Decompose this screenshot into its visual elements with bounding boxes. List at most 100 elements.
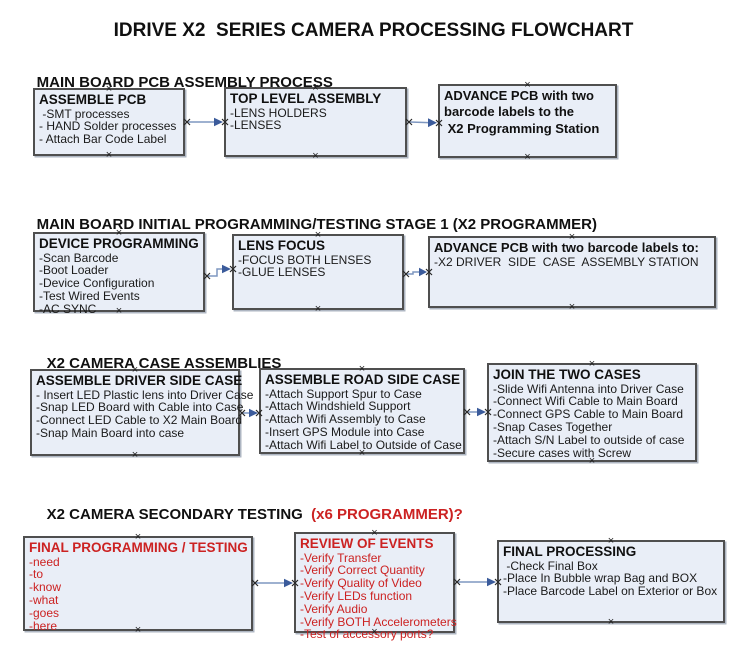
- box-title-line: barcode labels to the: [444, 104, 575, 120]
- box-item: -Connect LED Cable to X2 Main Board: [36, 413, 243, 428]
- flow-box-final-processing: × × FINAL PROCESSING -Check Final Box -P…: [497, 536, 725, 628]
- box-title: DEVICE PROGRAMMING: [39, 236, 199, 251]
- handle-icon: ×: [131, 449, 139, 461]
- box-item: -Secure cases with Screw: [493, 445, 632, 460]
- box-item: -Verify Transfer: [300, 550, 382, 565]
- box-title-line: X2 Programming Station: [444, 120, 600, 136]
- box-item: -Place Barcode Label on Exterior or Box: [503, 584, 718, 599]
- connector: [183, 117, 229, 127]
- section-header-red-text: (x6 PROGRAMMER)?: [311, 506, 463, 523]
- handle-icon: ×: [134, 531, 142, 543]
- connector: [251, 578, 299, 588]
- handle-icon: ×: [588, 455, 596, 467]
- box-item: -Attach Wifi Assembly to Case: [265, 412, 426, 427]
- box-item: -Verify Audio: [300, 601, 368, 616]
- box-item: -FOCUS BOTH LENSES: [238, 252, 372, 267]
- handle-icon: ×: [524, 79, 531, 91]
- box-item: -Scan Barcode: [39, 250, 119, 265]
- flow-box-top-level-assembly: × × TOP LEVEL ASSEMBLY -LENS HOLDERS -LE…: [224, 83, 407, 162]
- box-title: ADVANCE PCB with two barcode labels to:: [434, 240, 699, 255]
- handle-icon: ×: [134, 624, 142, 636]
- handle-icon: ×: [371, 626, 378, 638]
- arrowhead-icon: [419, 267, 427, 277]
- box-item: -LENS HOLDERS: [230, 105, 327, 120]
- box-title: ASSEMBLE ROAD SIDE CASE: [265, 372, 461, 387]
- arrowhead-icon: [487, 577, 496, 587]
- handle-icon: ×: [607, 616, 615, 628]
- box-item: -Test of accessory ports?: [300, 627, 434, 642]
- box-title: REVIEW OF EVENTS: [300, 536, 434, 551]
- handle-icon: ×: [115, 227, 123, 239]
- arrowhead-icon: [428, 118, 437, 128]
- box-item: -Verify Correct Quantity: [300, 563, 425, 578]
- section-header-secondary-testing: X2 CAMERA SECONDARY TESTING (x6 PROGRAMM…: [30, 489, 463, 540]
- box-item: -Check Final Box: [503, 558, 598, 573]
- arrowhead-icon: [249, 408, 258, 418]
- flow-box-advance-pcb-driver-side: × × ADVANCE PCB with two barcode labels …: [428, 232, 716, 313]
- box-item: -need: [29, 554, 60, 569]
- flow-box-final-programming-testing: × × FINAL PROGRAMMING / TESTING -need -t…: [23, 532, 253, 636]
- handle-icon: ×: [312, 150, 319, 162]
- box-item: -goes: [29, 605, 60, 620]
- box-title: ASSEMBLE DRIVER SIDE CASE: [36, 373, 243, 388]
- section-header-text: MAIN BOARD PCB ASSEMBLY PROCESS: [36, 74, 333, 91]
- box-item: -Connect GPS Cable to Main Board: [493, 407, 684, 422]
- box-title: FINAL PROGRAMMING / TESTING: [29, 540, 248, 555]
- section-header-initial-programming: MAIN BOARD INITIAL PROGRAMMING/TESTING S…: [20, 199, 597, 250]
- flow-box-assemble-road-side-case: × × ASSEMBLE ROAD SIDE CASE -Attach Supp…: [259, 364, 465, 459]
- flow-box-advance-pcb-programming-station: × × ADVANCE PCB with two barcode labels …: [438, 80, 617, 163]
- box-item: -what: [29, 593, 59, 607]
- box-item: -Attach Wifi Label to Outside of Case: [265, 437, 462, 452]
- arrowhead-icon: [222, 264, 231, 274]
- box-title-line: ADVANCE PCB with two: [444, 88, 594, 103]
- box-title: TOP LEVEL ASSEMBLY: [230, 91, 382, 106]
- box-item: -Snap LED Board with Cable into Case: [36, 400, 244, 415]
- box-item: -X2 DRIVER SIDE CASE ASSEMBLY STATION: [434, 255, 699, 270]
- box-item: -Place In Bubble wrap Bag and BOX: [503, 571, 698, 586]
- section-header-text: MAIN BOARD INITIAL PROGRAMMING/TESTING S…: [36, 216, 597, 233]
- box-item: -know: [29, 580, 62, 595]
- box-item: -GLUE LENSES: [238, 265, 326, 280]
- handle-icon: ×: [607, 535, 615, 547]
- box-item: -Insert GPS Module into Case: [265, 425, 425, 439]
- handle-icon: ×: [568, 231, 576, 243]
- box-item: -Slide Wifi Antenna into Driver Case: [493, 381, 684, 396]
- box-item: -LENSES: [230, 118, 282, 133]
- box-item: -Boot Loader: [39, 263, 109, 278]
- handle-icon: ×: [105, 149, 113, 161]
- section-header-text: X2 CAMERA CASE ASSEMBLIES: [46, 355, 282, 372]
- arrowhead-icon: [477, 407, 486, 417]
- box-title: ASSEMBLE PCB: [39, 92, 147, 107]
- box-item: -Snap Main Board into case: [36, 426, 185, 440]
- connector: [453, 577, 502, 587]
- box-item: -Connect Wifi Cable to Main Board: [493, 394, 678, 409]
- handle-icon: ×: [358, 363, 366, 375]
- box-item: -Verify Quality of Video: [300, 576, 422, 591]
- box-title: LENS FOCUS: [238, 238, 326, 253]
- handle-icon: ×: [105, 83, 113, 95]
- flow-box-lens-focus: × × LENS FOCUS -FOCUS BOTH LENSES -GLUE …: [232, 230, 404, 315]
- box-item: -Test Wired Events: [39, 289, 140, 303]
- handle-icon: ×: [314, 229, 322, 241]
- box-item: -SMT processes: [39, 106, 130, 121]
- handle-icon: ×: [371, 527, 378, 539]
- box-item: -Verify LEDs function: [300, 589, 413, 603]
- connector: [405, 118, 443, 128]
- flow-box-assemble-driver-side-case: × × ASSEMBLE DRIVER SIDE CASE - Insert L…: [30, 365, 253, 461]
- handle-icon: ×: [588, 358, 596, 370]
- box-item: -Snap Cases Together: [493, 420, 613, 434]
- page-title: IDRIVE X2 SERIES CAMERA PROCESSING FLOWC…: [113, 20, 634, 41]
- handle-icon: ×: [115, 305, 123, 317]
- flow-box-assemble-pcb: × × ASSEMBLE PCB -SMT processes - HAND S…: [33, 84, 185, 161]
- arrowhead-icon: [284, 578, 293, 588]
- box-item: -Attach Windshield Support: [265, 399, 411, 414]
- box-title: JOIN THE TWO CASES: [493, 367, 641, 382]
- box-item: -Attach Support Spur to Case: [265, 386, 422, 401]
- box-item: - Attach Bar Code Label: [39, 132, 167, 147]
- box-item: -Attach S/N Label to outside of case: [493, 432, 685, 447]
- section-header-pcb-assembly: MAIN BOARD PCB ASSEMBLY PROCESS: [20, 57, 333, 108]
- flow-box-join-the-two-cases: × × JOIN THE TWO CASES -Slide Wifi Anten…: [487, 359, 697, 467]
- handle-icon: ×: [314, 303, 322, 315]
- handle-icon: ×: [524, 151, 531, 163]
